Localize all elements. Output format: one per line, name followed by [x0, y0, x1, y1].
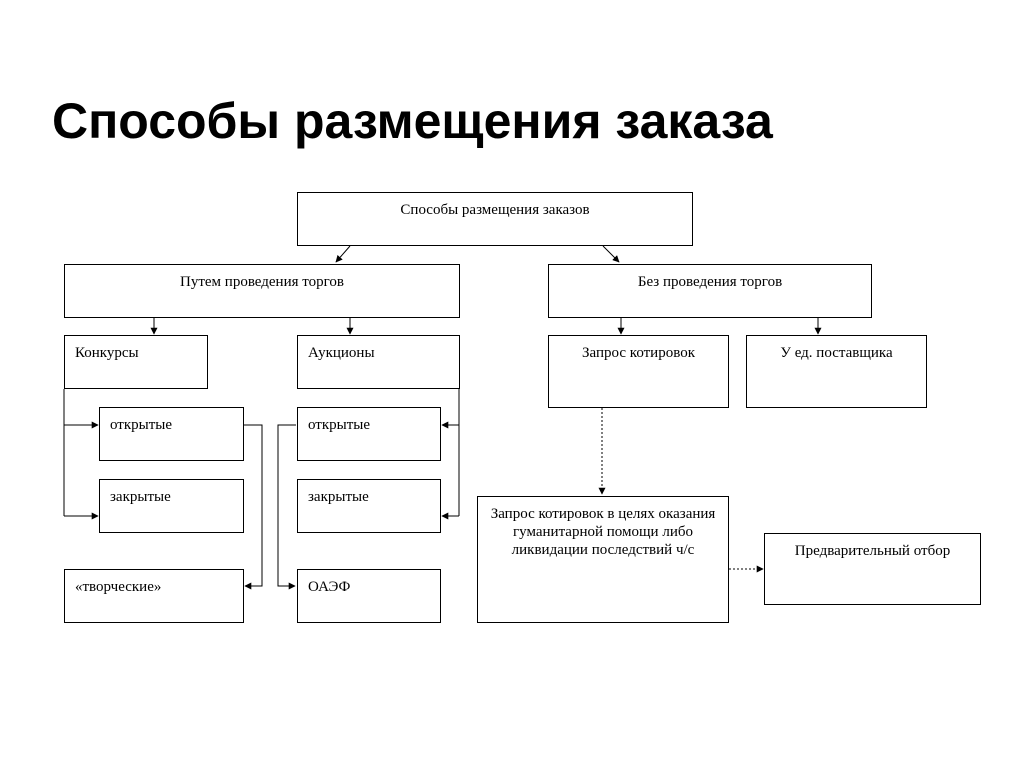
node-auctions-open: открытые [297, 407, 441, 461]
node-auctions-closed: закрытые [297, 479, 441, 533]
node-humanitarian-quotation: Запрос котировок в целях оказания гумани… [477, 496, 729, 623]
node-quotation-request-label: Запрос котировок [582, 345, 695, 361]
edge-root-without-tenders [602, 245, 620, 263]
node-auctions-open-label: открытые [308, 417, 371, 433]
node-contests-closed: закрытые [99, 479, 244, 533]
node-auctions-oaef-label: ОАЭФ [308, 579, 351, 595]
node-with-tenders: Путем проведения торгов [64, 264, 460, 318]
node-humanitarian-quotation-label: Запрос котировок в целях оказания гумани… [490, 506, 716, 558]
node-auctions: Аукционы [297, 335, 460, 389]
node-preselection-label: Предварительный отбор [794, 543, 951, 559]
node-contests-label: Конкурсы [75, 345, 139, 361]
node-contests-creative-label: «творческие» [75, 579, 162, 595]
node-contests-closed-label: закрытые [110, 489, 171, 505]
edge-root-with-tenders [335, 245, 351, 263]
node-single-supplier: У ед. поставщика [746, 335, 927, 408]
slide-title: Способы размещения заказа [52, 93, 773, 149]
node-without-tenders-label: Без проведения торгов [637, 274, 783, 290]
node-single-supplier-label: У ед. поставщика [780, 345, 893, 361]
node-auctions-label: Аукционы [308, 345, 375, 361]
node-contests-open-label: открытые [110, 417, 173, 433]
node-auctions-closed-label: закрытые [308, 489, 369, 505]
node-quotation-request: Запрос котировок [548, 335, 729, 408]
node-root: Способы размещения заказов [297, 192, 693, 246]
node-auctions-oaef: ОАЭФ [297, 569, 441, 623]
node-contests-creative: «творческие» [64, 569, 244, 623]
edge-open-to-creative [244, 424, 263, 590]
node-with-tenders-label: Путем проведения торгов [180, 274, 344, 290]
node-contests: Конкурсы [64, 335, 208, 389]
node-without-tenders: Без проведения торгов [548, 264, 872, 318]
node-contests-open: открытые [99, 407, 244, 461]
node-root-label: Способы размещения заказов [400, 202, 590, 218]
edge-open-to-oaef [277, 424, 296, 590]
node-preselection: Предварительный отбор [764, 533, 981, 605]
